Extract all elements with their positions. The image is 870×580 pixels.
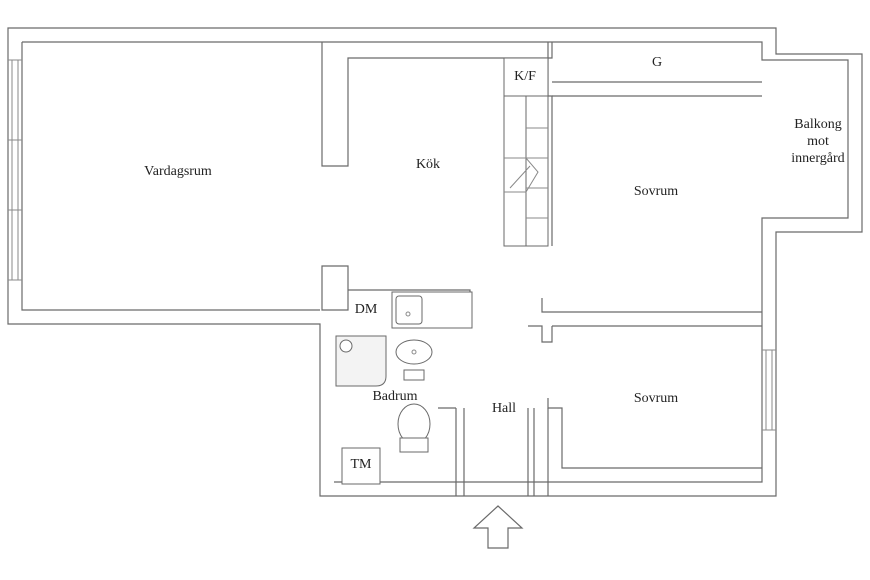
label-dishwasher: DM	[355, 302, 378, 317]
room-labels: Vardagsrum Kök K/F G Balkong mot innergå…	[144, 55, 845, 472]
interior-walls	[321, 42, 762, 496]
outer-walls	[7, 27, 863, 497]
kitchen-counter	[503, 57, 549, 247]
label-living-room: Vardagsrum	[144, 164, 212, 179]
label-balcony-1: Balkong	[794, 117, 841, 132]
label-hall: Hall	[492, 401, 516, 416]
label-bedroom-2: Sovrum	[634, 391, 678, 406]
label-bathroom: Badrum	[372, 389, 417, 404]
up-arrow-icon	[472, 505, 524, 549]
label-fridge-freezer: K/F	[514, 69, 536, 84]
sink-counter	[391, 291, 473, 329]
label-balcony-2: mot	[807, 134, 829, 149]
label-bedroom-1: Sovrum	[634, 184, 678, 199]
label-washing-machine: TM	[351, 457, 373, 472]
bathroom-fixtures	[335, 335, 433, 485]
label-balcony-3: innergård	[791, 151, 844, 166]
label-kitchen: Kök	[416, 157, 440, 172]
label-wardrobe: G	[652, 55, 662, 70]
